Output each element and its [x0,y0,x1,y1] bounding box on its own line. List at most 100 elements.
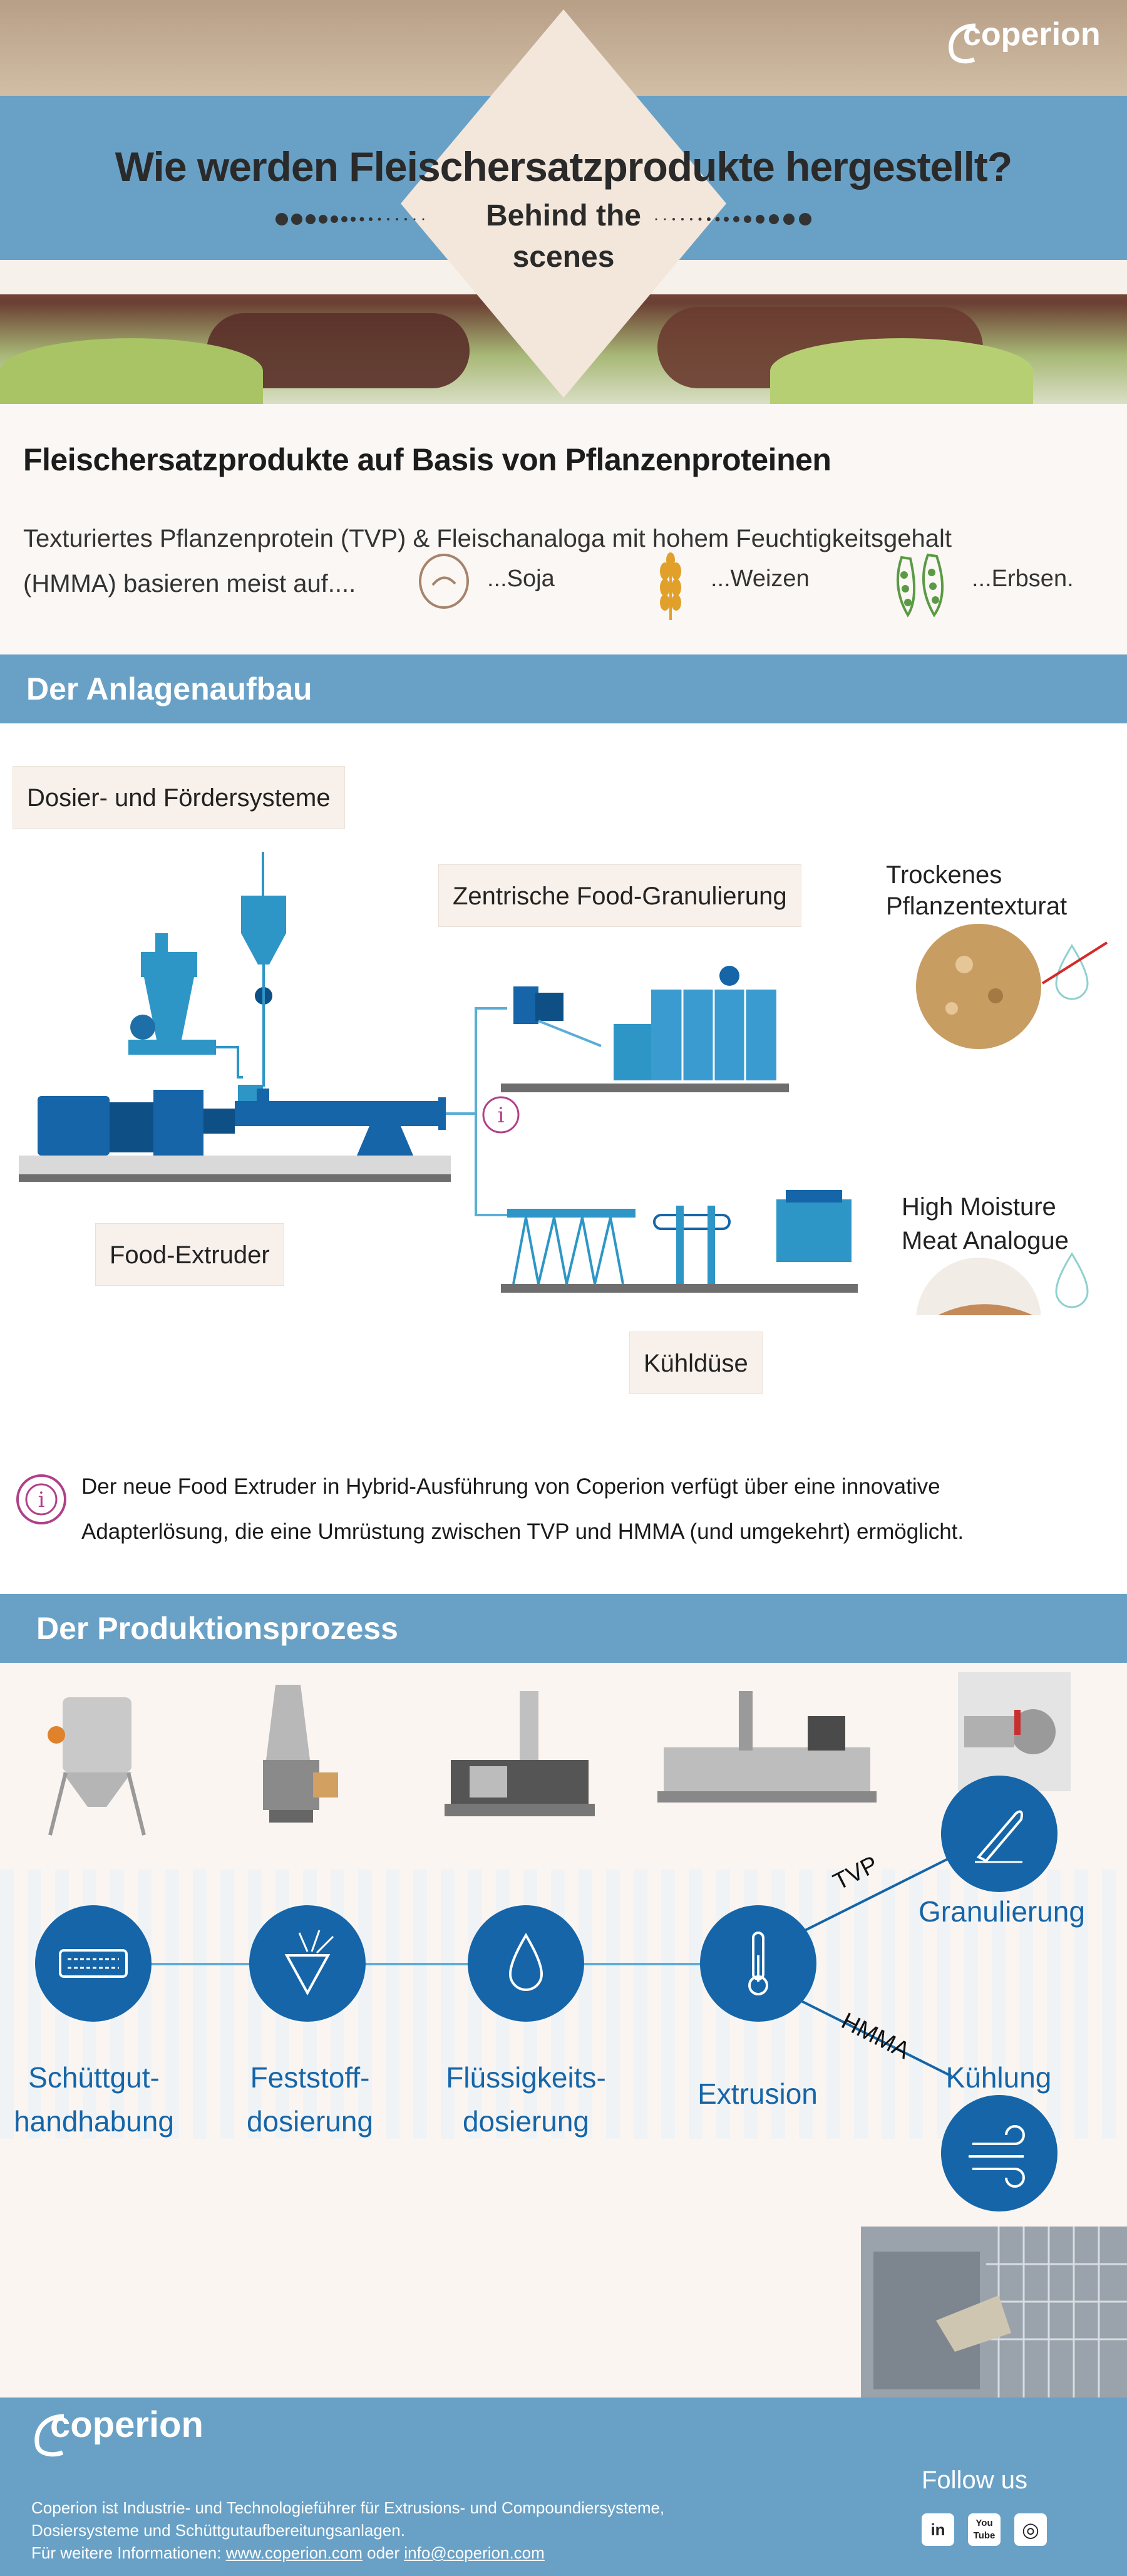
liquid-dosing-photo [445,1691,595,1816]
youtube-icon[interactable]: You Tube [968,2513,1001,2546]
step-label-liquid: Flüssigkeits- dosierung [426,2056,626,2143]
footer: coperion Coperion ist Industrie- und Tec… [0,2398,1127,2576]
step-circle-liquid[interactable] [468,1905,584,2022]
label-hmma: High Moisture Meat Analogue [902,1190,1069,1258]
thermometer-icon [748,1932,768,1995]
legume-label: ...Weizen [711,566,810,592]
intro-text-line1: Texturiertes Pflanzenprotein (TVP) & Fle… [23,525,952,553]
label-dry-texturate: Trockenes Pflanzentexturat [886,859,1067,922]
follow-us-label: Follow us [922,2466,1027,2494]
funnel-icon [284,1930,334,1996]
email-link[interactable]: info@coperion.com [404,2543,545,2562]
step-label-extrusion: Extrusion [697,2077,818,2110]
lettuce-image [770,338,1033,404]
hybrid-info-icon: i [16,1474,66,1524]
label-line: Pflanzentexturat [886,892,1068,920]
step-label-cooling: Kühlung [945,2061,1052,2094]
footer-description: Coperion ist Industrie- und Technologief… [31,2496,664,2564]
label-dosing-systems: Dosier- und Fördersysteme [13,766,345,829]
dry-texturate-image [916,924,1041,1049]
hmma-image [916,1258,1041,1315]
droplet-icon [508,1933,543,1991]
intro-text: Fleischanaloga mit hohem Feuchtigkeitsge… [436,525,952,552]
step-label-solid: Feststoff- dosierung [216,2056,404,2143]
logo-text: coperion [963,16,1101,53]
logo-swoosh-icon [949,23,976,64]
label-line: dosierung [462,2105,590,2138]
svg-text:i: i [498,1103,505,1128]
decorative-dots-left [275,213,425,225]
pea-pod-icon [896,553,944,618]
decorative-dots-right [655,213,811,225]
legume-label: ...Soja [487,566,555,592]
lettuce-image [0,338,263,404]
soy-bean-icon [419,554,469,609]
step-circle-solid[interactable] [249,1905,366,2022]
droplet-icon [1055,1252,1089,1308]
hybrid-note: Der neue Food Extruder in Hybrid-Ausführ… [81,1464,964,1554]
step-circle-extrusion[interactable] [700,1905,816,2022]
note-line: Der neue Food Extruder in Hybrid-Ausführ… [81,1474,940,1499]
label-line: Schüttgut- [28,2061,160,2094]
logo-text: coperion [50,2404,203,2445]
website-link[interactable]: www.coperion.com [225,2543,363,2562]
plant-layout-diagram: i [19,852,1108,1315]
footer-text: Coperion ist Industrie- und Technologief… [31,2498,665,2517]
label-line: High Moisture [902,1193,1056,1221]
intro-heading: Fleischersatzprodukte auf Basis von Pfla… [23,442,831,477]
bulk-handling-icon [59,1949,128,1978]
intro-text: Texturiertes Pflanzenprotein (TVP) & [23,525,437,552]
label-line: handhabung [14,2105,174,2138]
intro-text-line2: (HMMA) basieren meist auf.... [23,570,356,597]
process-flow-lines [94,1856,952,2077]
legume-label: ...Erbsen. [972,566,1074,592]
label-line: Meat Analogue [902,1227,1069,1254]
wind-icon [969,2125,1025,2188]
footer-contact: Für weitere Informationen: www.coperion.… [31,2542,664,2564]
cooling-die-photo [861,2227,1127,2398]
knife-icon [975,1810,1023,1863]
intro-section [0,404,1127,654]
hero-banner: Wie werden Fleischersatzprodukte hergest… [0,0,1127,404]
footer-logo[interactable]: coperion [31,2404,232,2457]
label-food-extruder: Food-Extruder [95,1223,284,1286]
hybrid-adapter-icon: i [482,1096,520,1134]
label-cooling-die: Kühldüse [629,1332,763,1394]
coperion-logo[interactable]: coperion [945,16,1114,64]
section-header-plant: Der Anlagenaufbau [0,654,1127,723]
page-subtitle: Behind the scenes [438,195,689,278]
bulk-handling-photo [48,1697,146,1836]
solid-dosing-photo [263,1685,338,1823]
step-label-bulk: Schüttgut- handhabung [0,2056,188,2143]
granulator-photo [958,1672,1071,1791]
step-circle-cooling[interactable] [941,2095,1058,2211]
wheat-icon [660,552,681,620]
food-extruder-machine [19,1085,451,1182]
step-circle-bulk[interactable] [35,1905,152,2022]
hero-diamond [401,9,726,398]
footer-text: Für weitere Informationen: [31,2543,226,2562]
page-title: Wie werden Fleischersatzprodukte hergest… [115,143,1012,190]
note-line: Adapterlösung, die eine Umrüstung zwisch… [81,1519,964,1544]
footer-text: Dosiersysteme und Schüttgutaufbereitungs… [31,2521,405,2540]
subtitle-line: Behind the [486,199,641,232]
label-line: Feststoff- [250,2061,370,2094]
step-circle-granulation[interactable] [941,1776,1058,1892]
label-line: Flüssigkeits- [446,2061,606,2094]
extruder-photo [657,1691,877,1803]
linkedin-icon[interactable]: in [922,2513,954,2546]
equipment-photos [48,1672,1071,1836]
gravimetric-feeder [128,933,216,1055]
cooling-die-machine [501,1190,858,1293]
section-header-process: Der Produktionsprozess [0,1594,1127,1663]
label-line: Trockenes [886,861,1002,889]
subtitle-line: scenes [512,241,615,274]
label-line: dosierung [246,2105,374,2138]
logo-swoosh-icon [34,2414,64,2457]
footer-text: oder [362,2543,404,2562]
label-granulation: Zentrische Food-Granulierung [438,864,801,927]
granulator-machine [501,966,789,1092]
instagram-icon[interactable]: ◎ [1014,2513,1047,2546]
step-label-granulation: Granulierung [919,1895,1085,1928]
svg-text:i: i [38,1487,45,1513]
